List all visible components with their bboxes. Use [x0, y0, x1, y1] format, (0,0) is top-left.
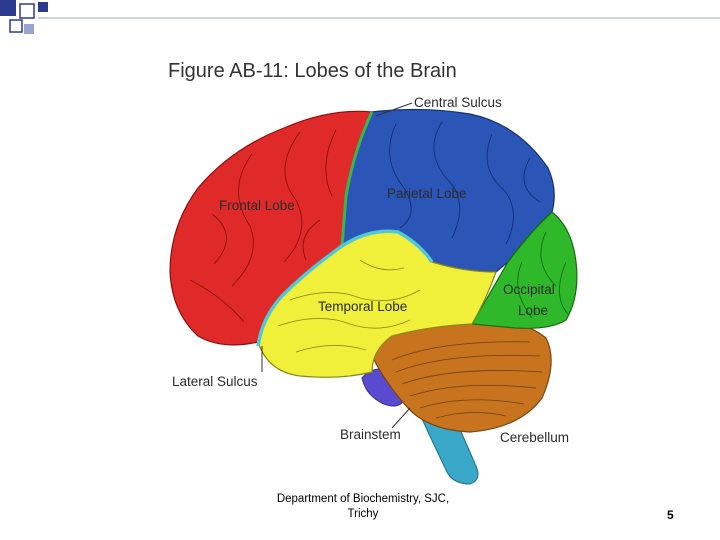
corner-square [24, 24, 34, 34]
label-parietal-lobe: Parietal Lobe [387, 186, 467, 201]
figure-title: Figure AB-11: Lobes of the Brain [168, 60, 457, 82]
cerebellum-region [371, 317, 552, 433]
label-occipital-line1: Occipital [503, 282, 555, 297]
frontal-gyri [189, 129, 337, 323]
lateral-sulcus-line [256, 229, 434, 347]
parietal-gyri [389, 121, 541, 245]
label-occipital-line2: Lobe [518, 303, 548, 318]
occipital-lobe-region [471, 211, 578, 329]
label-central-sulcus: Central Sulcus [414, 95, 502, 110]
occipital-gyri [517, 231, 569, 319]
slide-footer: Department of Biochemistry, SJC, Trichy [268, 492, 458, 522]
label-cerebellum: Cerebellum [500, 430, 569, 445]
brainstem-leader [391, 407, 411, 429]
corner-square [38, 2, 48, 12]
corner-square [9, 19, 23, 33]
leader-lines [261, 102, 413, 429]
label-brainstem: Brainstem [340, 427, 401, 442]
label-lateral-sulcus: Lateral Sulcus [172, 374, 258, 389]
footer-line-2: Trichy [347, 508, 379, 520]
page-number: 5 [667, 508, 674, 522]
footer-line-1: Department of Biochemistry, SJC, [276, 493, 450, 505]
central-sulcus-line [340, 111, 374, 247]
corner-square [19, 3, 35, 19]
cerebellum-folia [391, 341, 543, 419]
corner-square [0, 0, 16, 16]
temporal-gyri [277, 259, 421, 353]
label-temporal-lobe: Temporal Lobe [318, 299, 407, 314]
central-sulcus-leader [375, 102, 413, 117]
slide-corner-decoration [0, 0, 720, 34]
label-frontal-lobe: Frontal Lobe [219, 198, 295, 213]
